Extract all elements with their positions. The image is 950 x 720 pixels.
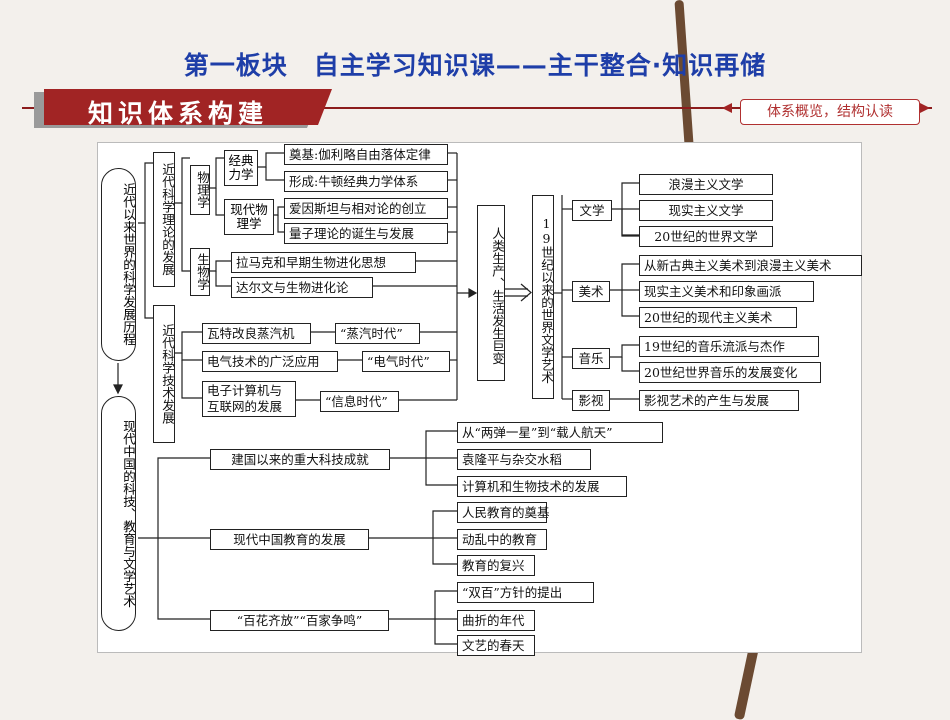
node-19c-music: 19世纪的音乐流派与杰作 xyxy=(639,336,819,357)
node-steam-engine: 瓦特改良蒸汽机 xyxy=(202,323,311,344)
node-education-revival: 教育的复兴 xyxy=(457,555,535,576)
node-newton: 形成:牛顿经典力学体系 xyxy=(284,171,448,192)
node-computer-bio: 计算机和生物技术的发展 xyxy=(457,476,627,497)
section-heading: 知识体系构建 xyxy=(88,99,269,128)
section-tag: 体系概览，结构认读 xyxy=(740,99,920,125)
node-realism-lit: 现实主义文学 xyxy=(639,200,773,221)
node-classical-mechanics-label: 经典力学 xyxy=(228,153,254,182)
node-modern-physics: 现代物理学 xyxy=(224,199,274,235)
node-computer-internet: 电子计算机与 互联网的发展 xyxy=(202,381,296,417)
node-policy-proposal: “双百”方针的提出 xyxy=(457,582,594,603)
node-electric-era: “电气时代” xyxy=(362,351,450,372)
node-double-hundred: “百花齐放”“百家争鸣” xyxy=(210,610,389,631)
node-galileo: 奠基:伽利略自由落体定律 xyxy=(284,144,448,165)
node-turmoil-education: 动乱中的教育 xyxy=(457,529,547,550)
node-impressionism: 现实主义美术和印象画派 xyxy=(639,281,814,302)
node-film: 影视 xyxy=(572,390,610,411)
knowledge-map: 近代以来世界的科学发展历程 现代中国的科技、教育与文学艺术 近代科学理论的发展 … xyxy=(97,142,862,656)
node-lamarck: 拉马克和早期生物进化思想 xyxy=(231,252,416,273)
node-darwin: 达尔文与生物进化论 xyxy=(231,277,373,298)
section-banner xyxy=(22,89,932,128)
node-computer-line1: 电子计算机与 xyxy=(207,383,283,398)
node-biology: 生物学 xyxy=(190,248,210,296)
node-film-history: 影视艺术的产生与发展 xyxy=(639,390,799,411)
root-modern-china: 现代中国的科技、教育与文学艺术 xyxy=(101,396,136,631)
node-literature: 文学 xyxy=(572,200,612,221)
node-china-education: 现代中国教育的发展 xyxy=(210,529,369,550)
node-20c-lit: 20世纪的世界文学 xyxy=(639,226,773,247)
node-fine-arts: 美术 xyxy=(572,281,610,302)
node-neoclassical: 从新古典主义美术到浪漫主义美术 xyxy=(639,255,862,276)
node-romanticism-lit: 浪漫主义文学 xyxy=(639,174,773,195)
node-modern-physics-label: 现代物理学 xyxy=(230,202,268,231)
node-steam-era: “蒸汽时代” xyxy=(335,323,420,344)
node-science-theory: 近代科学理论的发展 xyxy=(153,152,175,287)
node-20c-music: 20世纪世界音乐的发展变化 xyxy=(639,362,821,383)
node-modernism-art: 20世纪的现代主义美术 xyxy=(639,307,797,328)
node-people-education: 人民教育的奠基 xyxy=(457,502,550,523)
node-china-science: 建国以来的重大科技成就 xyxy=(210,449,390,470)
node-hybrid-rice: 袁隆平与杂交水稻 xyxy=(457,449,591,470)
node-life-change: 人类生产、生活发生巨变 xyxy=(477,205,505,381)
node-science-tech: 近代科学技术发展 xyxy=(153,305,175,443)
node-classical-mechanics: 经典力学 xyxy=(224,150,258,186)
node-music: 音乐 xyxy=(572,348,610,369)
node-info-era: “信息时代” xyxy=(320,391,399,412)
page-title: 第一板块 自主学习知识课——主干整合·知识再储 xyxy=(183,51,767,80)
node-world-arts: 19世纪以来的世界文学艺术 xyxy=(532,195,554,399)
node-relativity: 爱因斯坦与相对论的创立 xyxy=(284,198,448,219)
node-twisted-years: 曲折的年代 xyxy=(457,610,535,631)
node-computer-line2: 互联网的发展 xyxy=(207,399,283,414)
node-arts-spring: 文艺的春天 xyxy=(457,635,535,656)
node-two-bombs: 从“两弹一星”到“载人航天” xyxy=(457,422,663,443)
node-electricity: 电气技术的广泛应用 xyxy=(202,351,338,372)
node-physics: 物理学 xyxy=(190,165,210,215)
connector-lines xyxy=(113,152,639,645)
node-quantum: 量子理论的诞生与发展 xyxy=(284,223,448,244)
root-modern-science: 近代以来世界的科学发展历程 xyxy=(101,168,136,361)
